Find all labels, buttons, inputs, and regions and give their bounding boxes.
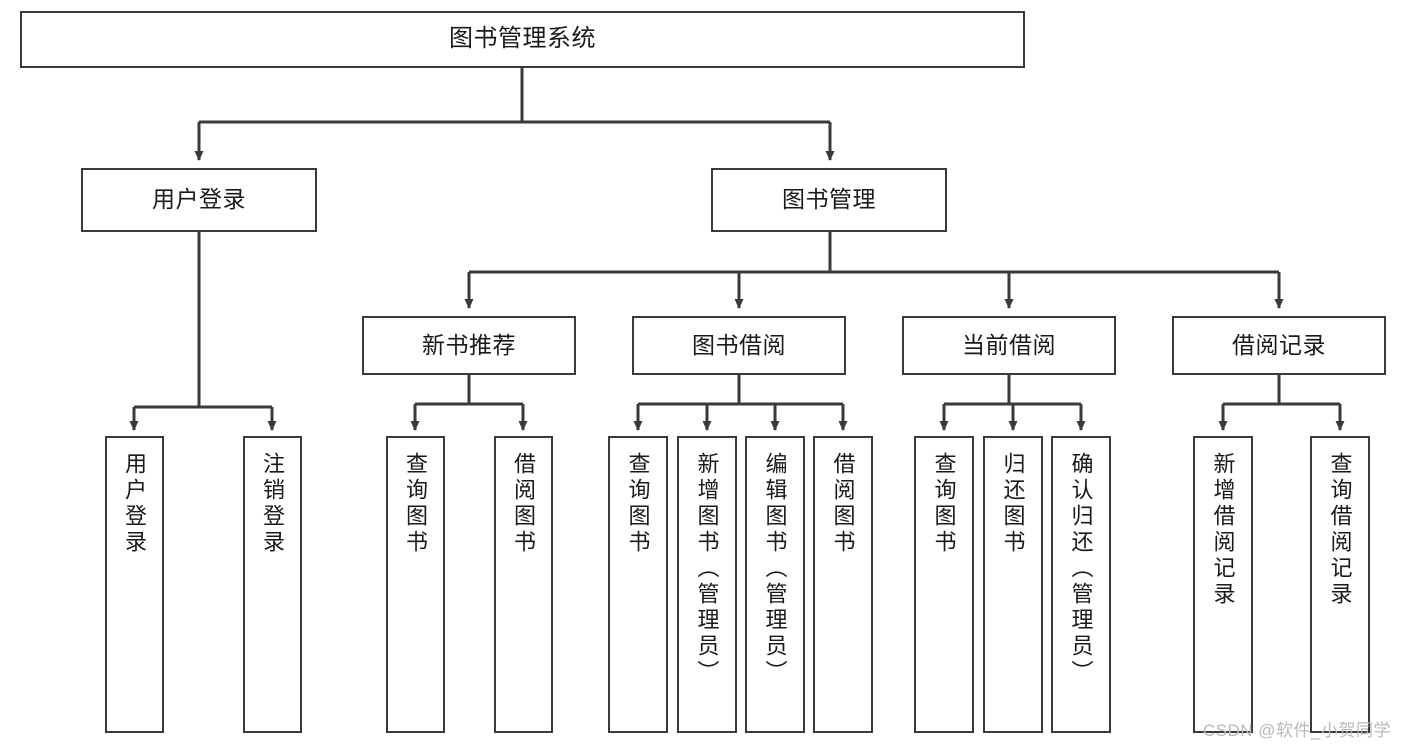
node-label: 查询图书 <box>625 452 651 556</box>
node-current-borrow[interactable]: 当前借阅 <box>902 316 1116 375</box>
node-label: 用户登录 <box>122 452 148 556</box>
node-label: 查询图书 <box>403 452 429 556</box>
edges-bookborrow-leaves <box>633 375 848 431</box>
node-label: 编辑图书（管理员） <box>762 452 788 686</box>
edges-currentborrow-leaves <box>939 375 1086 431</box>
edges-newbook-leaves <box>410 375 528 431</box>
leaf-book-borrow-lend[interactable]: 借阅图书 <box>813 436 873 733</box>
node-label: 确认归还（管理员） <box>1068 452 1094 686</box>
node-label: 查询图书 <box>931 452 957 556</box>
edges-userlogin-leaves <box>129 232 277 431</box>
node-new-book-recommend[interactable]: 新书推荐 <box>362 316 576 375</box>
node-label: 查询借阅记录 <box>1327 452 1353 608</box>
node-label: 新增借阅记录 <box>1210 452 1236 608</box>
leaf-book-borrow-add[interactable]: 新增图书（管理员） <box>677 436 737 733</box>
leaf-current-borrow-return[interactable]: 归还图书 <box>983 436 1043 733</box>
node-label: 归还图书 <box>1000 452 1026 556</box>
leaf-user-login-signout[interactable]: 注销登录 <box>243 436 302 733</box>
node-label: 图书管理系统 <box>449 25 596 53</box>
leaf-current-borrow-confirm[interactable]: 确认归还（管理员） <box>1051 436 1111 733</box>
node-label: 图书管理 <box>782 186 876 213</box>
leaf-user-login-signin[interactable]: 用户登录 <box>105 436 164 733</box>
node-root-system[interactable]: 图书管理系统 <box>20 11 1025 68</box>
leaf-borrow-record-query[interactable]: 查询借阅记录 <box>1310 436 1370 733</box>
leaf-new-book-borrow[interactable]: 借阅图书 <box>494 436 553 733</box>
node-borrow-record[interactable]: 借阅记录 <box>1172 316 1386 375</box>
node-label: 借阅图书 <box>511 452 537 556</box>
leaf-borrow-record-add[interactable]: 新增借阅记录 <box>1193 436 1253 733</box>
node-book-borrow[interactable]: 图书借阅 <box>632 316 846 375</box>
edges-bookmgmt-level3 <box>464 232 1284 309</box>
node-label: 借阅记录 <box>1232 331 1326 358</box>
node-user-login[interactable]: 用户登录 <box>81 168 317 232</box>
node-label: 新增图书（管理员） <box>694 452 720 686</box>
leaf-book-borrow-edit[interactable]: 编辑图书（管理员） <box>745 436 805 733</box>
leaf-new-book-query[interactable]: 查询图书 <box>386 436 445 733</box>
leaf-current-borrow-query[interactable]: 查询图书 <box>914 436 974 733</box>
node-label: 当前借阅 <box>962 331 1056 358</box>
edges-root-level2 <box>194 68 835 161</box>
edges-borrowrecord-leaves <box>1218 375 1345 431</box>
watermark-text: CSDN @软件_小贺同学 <box>1202 721 1391 740</box>
node-book-management[interactable]: 图书管理 <box>711 168 947 232</box>
leaf-book-borrow-query[interactable]: 查询图书 <box>608 436 668 733</box>
node-label: 借阅图书 <box>830 452 856 556</box>
node-label: 注销登录 <box>260 452 286 556</box>
node-label: 用户登录 <box>152 186 246 213</box>
node-label: 图书借阅 <box>692 331 786 358</box>
node-label: 新书推荐 <box>422 331 516 358</box>
